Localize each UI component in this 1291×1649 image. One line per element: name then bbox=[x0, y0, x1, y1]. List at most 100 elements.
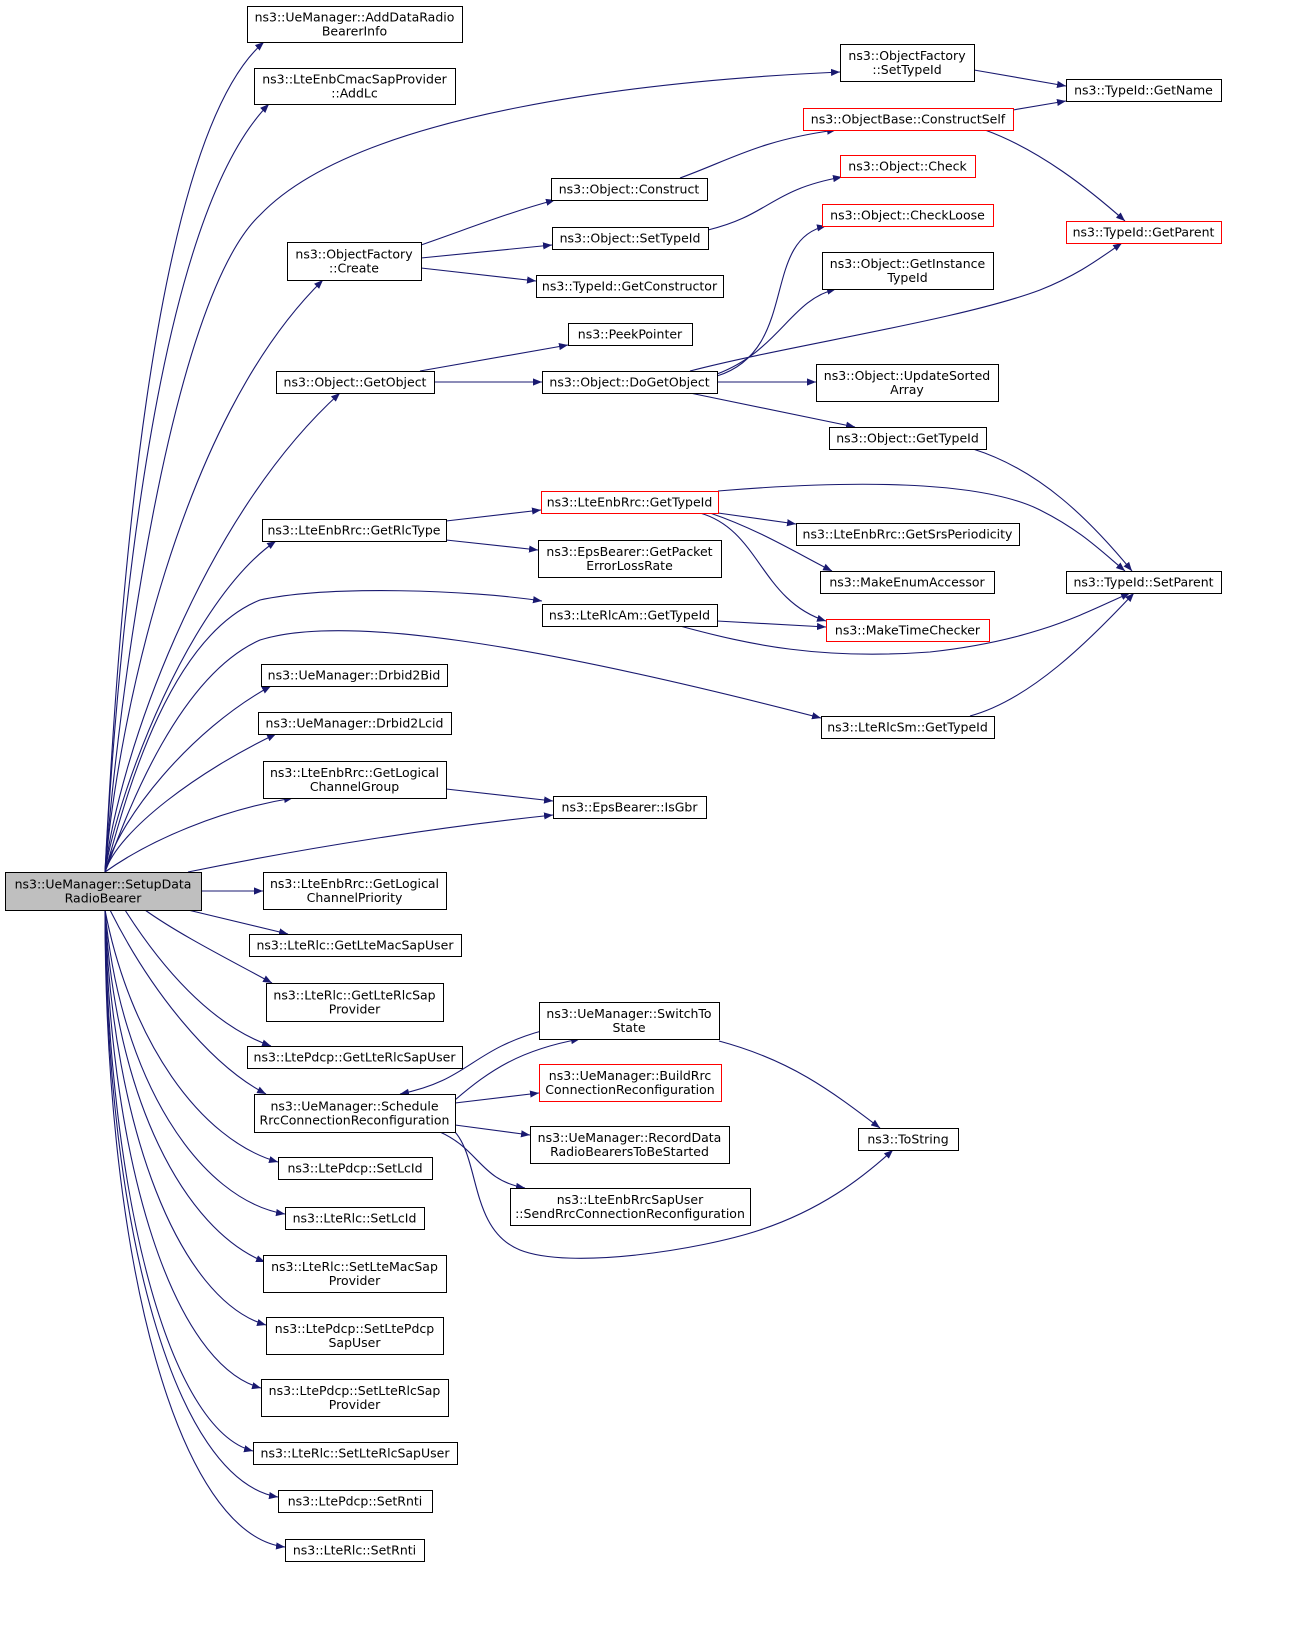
node-label-line: ns3::LteEnbRrc::GetLogical bbox=[270, 765, 439, 780]
node-getLcPriority[interactable]: ns3::LteEnbRrc::GetLogicalChannelPriorit… bbox=[263, 872, 447, 910]
node-getConstructor[interactable]: ns3::TypeId::GetConstructor bbox=[536, 275, 724, 298]
node-isGbr[interactable]: ns3::EpsBearer::IsGbr bbox=[553, 796, 707, 819]
node-rlcAmGetTypeId[interactable]: ns3::LteRlcAm::GetTypeId bbox=[542, 604, 718, 627]
node-getParent[interactable]: ns3::TypeId::GetParent bbox=[1066, 221, 1222, 244]
node-box bbox=[539, 1002, 720, 1040]
node-setParent[interactable]: ns3::TypeId::SetParent bbox=[1066, 571, 1222, 594]
node-box bbox=[553, 796, 707, 819]
node-objConstruct[interactable]: ns3::Object::Construct bbox=[551, 178, 708, 201]
node-makeTimeChecker[interactable]: ns3::MakeTimeChecker bbox=[826, 619, 990, 642]
node-label-line: ChannelPriority bbox=[307, 890, 403, 905]
node-label-line: ns3::LtePdcp::GetLteRlcSapUser bbox=[254, 1050, 457, 1065]
node-setLteRlcSapUser[interactable]: ns3::LteRlc::SetLteRlcSapUser bbox=[253, 1442, 458, 1465]
edge-ofCreate-to-objSetTypeId bbox=[420, 242, 553, 259]
node-objCheck[interactable]: ns3::Object::Check bbox=[840, 155, 976, 178]
node-pdcpSetRnti[interactable]: ns3::LtePdcp::SetRnti bbox=[278, 1490, 433, 1513]
node-ofCreate[interactable]: ns3::ObjectFactory::Create bbox=[287, 242, 422, 281]
node-label-line: ::AddLc bbox=[331, 86, 378, 101]
node-label-line: ns3::ObjectFactory bbox=[848, 48, 966, 63]
node-label-line: ns3::UeManager::SwitchTo bbox=[546, 1006, 711, 1021]
node-label-line: ns3::LteEnbCmacSapProvider bbox=[262, 72, 447, 87]
node-box bbox=[551, 178, 708, 201]
node-rlcSetRnti[interactable]: ns3::LteRlc::SetRnti bbox=[285, 1539, 425, 1562]
node-srsPeriodicity[interactable]: ns3::LteEnbRrc::GetSrsPeriodicity bbox=[796, 523, 1020, 546]
node-addLc[interactable]: ns3::LteEnbCmacSapProvider::AddLc bbox=[254, 68, 456, 105]
node-box bbox=[285, 1207, 425, 1230]
node-buildRrc[interactable]: ns3::UeManager::BuildRrcConnectionReconf… bbox=[539, 1064, 722, 1102]
node-box bbox=[278, 1157, 433, 1180]
node-pdcpSetLcId[interactable]: ns3::LtePdcp::SetLcId bbox=[278, 1157, 433, 1180]
node-ofSetTypeId[interactable]: ns3::ObjectFactory::SetTypeId bbox=[840, 44, 975, 82]
edge-doGetObject-to-getInstanceTypeId bbox=[716, 287, 837, 375]
edge-scheduleRrc-to-sendRrc bbox=[439, 1131, 526, 1190]
node-label-line: RrcConnectionReconfiguration bbox=[260, 1113, 450, 1128]
node-label-line: ns3::PeekPointer bbox=[578, 327, 683, 342]
node-box bbox=[263, 872, 447, 910]
node-label-line: ns3::TypeId::GetName bbox=[1074, 83, 1213, 98]
node-label-line: Provider bbox=[329, 1002, 381, 1017]
node-scheduleRrc[interactable]: ns3::UeManager::ScheduleRrcConnectionRec… bbox=[254, 1094, 456, 1133]
node-enbRrcGetTypeId[interactable]: ns3::LteEnbRrc::GetTypeId bbox=[541, 491, 719, 514]
node-label-line: ::SetTypeId bbox=[872, 62, 941, 77]
node-label-line: ns3::Object::CheckLoose bbox=[830, 208, 985, 223]
node-toString[interactable]: ns3::ToString bbox=[858, 1128, 959, 1151]
node-box bbox=[542, 604, 718, 627]
node-label-line: ::SendRrcConnectionReconfiguration bbox=[515, 1206, 745, 1221]
node-rlcSmGetTypeId[interactable]: ns3::LteRlcSm::GetTypeId bbox=[821, 716, 995, 739]
node-box bbox=[247, 6, 463, 43]
node-drbid2Bid[interactable]: ns3::UeManager::Drbid2Bid bbox=[261, 664, 448, 687]
node-box bbox=[840, 155, 976, 178]
node-label-line: TypeId bbox=[886, 270, 927, 285]
node-objSetTypeId[interactable]: ns3::Object::SetTypeId bbox=[552, 227, 709, 250]
node-getObject[interactable]: ns3::Object::GetObject bbox=[276, 371, 435, 394]
node-checkLoose[interactable]: ns3::Object::CheckLoose bbox=[822, 204, 994, 227]
node-peekPointer[interactable]: ns3::PeekPointer bbox=[568, 323, 693, 346]
node-box bbox=[822, 204, 994, 227]
node-box bbox=[263, 761, 447, 799]
node-doGetObject[interactable]: ns3::Object::DoGetObject bbox=[542, 371, 718, 394]
edge-getRlcType-to-packetErrorLoss bbox=[445, 539, 539, 553]
node-recordData[interactable]: ns3::UeManager::RecordDataRadioBearersTo… bbox=[530, 1126, 730, 1164]
edge-doGetObject-to-getParent bbox=[689, 242, 1123, 372]
edge-root-to-isGbr bbox=[187, 812, 554, 873]
edge-root-to-getObject bbox=[104, 392, 341, 873]
node-pdcpGetLteRlcSapUser[interactable]: ns3::LtePdcp::GetLteRlcSapUser bbox=[247, 1046, 463, 1069]
node-box bbox=[816, 364, 999, 402]
node-getName[interactable]: ns3::TypeId::GetName bbox=[1066, 79, 1222, 102]
node-box bbox=[826, 619, 990, 642]
node-constructSelf[interactable]: ns3::ObjectBase::ConstructSelf bbox=[803, 108, 1014, 131]
node-objGetTypeId[interactable]: ns3::Object::GetTypeId bbox=[829, 427, 987, 450]
edge-root-to-ofCreate bbox=[104, 279, 324, 873]
node-label-line: ns3::UeManager::Drbid2Bid bbox=[268, 668, 441, 683]
node-label-line: ns3::TypeId::GetConstructor bbox=[542, 279, 718, 294]
node-box bbox=[258, 712, 452, 735]
node-label-line: ns3::UeManager::RecordData bbox=[538, 1130, 722, 1145]
node-rlcSetLcId[interactable]: ns3::LteRlc::SetLcId bbox=[285, 1207, 425, 1230]
edge-switchToState-to-scheduleRrc bbox=[399, 1029, 546, 1096]
node-getLteMacSapUser[interactable]: ns3::LteRlc::GetLteMacSapUser bbox=[249, 934, 462, 957]
node-sendRrc[interactable]: ns3::LteEnbRrcSapUser::SendRrcConnection… bbox=[510, 1188, 751, 1226]
node-getRlcType[interactable]: ns3::LteEnbRrc::GetRlcType bbox=[262, 519, 447, 542]
node-box bbox=[1066, 221, 1222, 244]
node-label-line: ChannelGroup bbox=[310, 779, 399, 794]
node-drbid2Lcid[interactable]: ns3::UeManager::Drbid2Lcid bbox=[258, 712, 452, 735]
edge-ofCreate-to-objConstruct bbox=[420, 198, 556, 246]
node-makeEnum[interactable]: ns3::MakeEnumAccessor bbox=[820, 571, 995, 594]
node-box bbox=[552, 227, 709, 250]
node-label-line: State bbox=[612, 1020, 645, 1035]
node-label-line: ns3::LteRlcSm::GetTypeId bbox=[827, 720, 988, 735]
node-label-line: ns3::MakeTimeChecker bbox=[835, 623, 981, 638]
call-graph: ns3::UeManager::SetupDataRadioBearerns3:… bbox=[5, 6, 1222, 1562]
node-label-line: ns3::LteEnbRrc::GetLogical bbox=[270, 876, 439, 891]
